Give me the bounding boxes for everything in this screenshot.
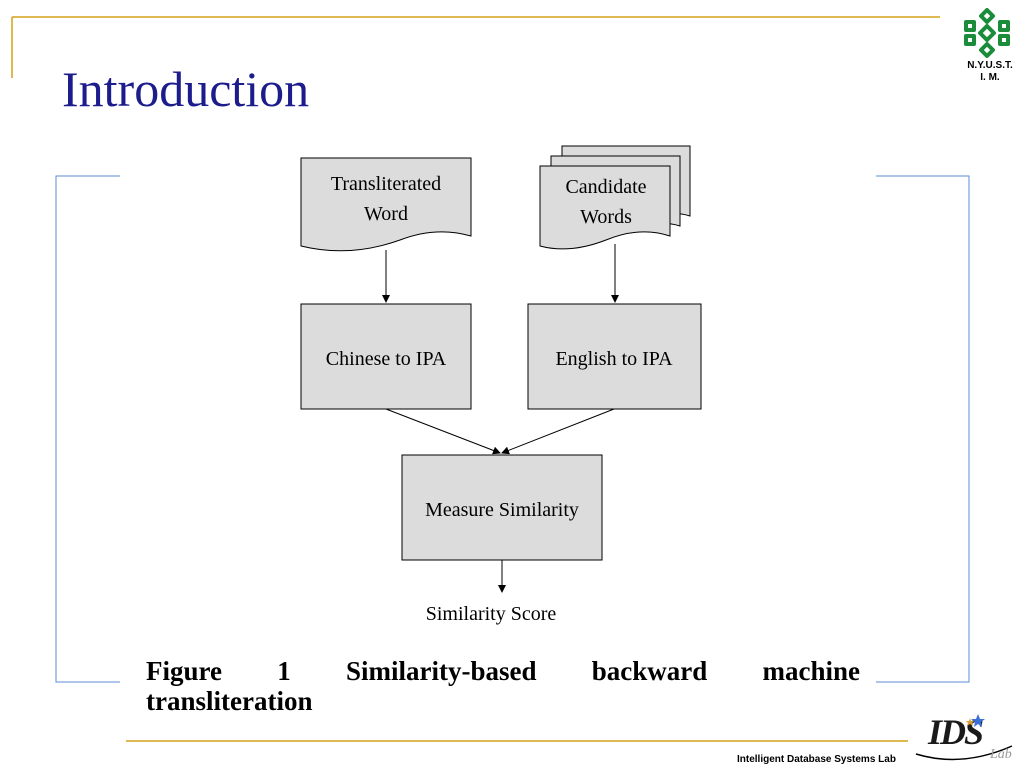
chinese-to-ipa-box: Chinese to IPA bbox=[300, 303, 472, 410]
school-label-line2: I. M. bbox=[980, 72, 1000, 83]
footer-lab-name: Intelligent Database Systems Lab bbox=[737, 754, 896, 765]
ids-lab-logo-icon: IDS Lab bbox=[915, 712, 1013, 762]
svg-text:IDS: IDS bbox=[927, 712, 983, 752]
measure-similarity-label: Measure Similarity bbox=[425, 499, 579, 521]
arrow-english-to-measure bbox=[501, 408, 615, 455]
transliterated-word-document: Transliterated Word bbox=[300, 157, 472, 252]
candidate-words-line2: Words bbox=[580, 206, 632, 228]
transliterated-word-line1: Transliterated bbox=[331, 173, 441, 195]
figure-caption-line2: transliteration bbox=[146, 686, 313, 716]
figure-caption-line1: Figure 1 Similarity-based backward machi… bbox=[146, 656, 860, 686]
right-blue-bracket bbox=[876, 175, 970, 683]
transliterated-word-line2: Word bbox=[364, 203, 408, 225]
left-blue-bracket bbox=[55, 175, 120, 683]
english-to-ipa-label: English to IPA bbox=[555, 348, 673, 370]
slide-title: Introduction bbox=[62, 61, 310, 117]
arrow-chinese-to-measure bbox=[385, 408, 501, 455]
similarity-score-label: Similarity Score bbox=[426, 603, 557, 625]
candidate-words-document-stack: Candidate Words bbox=[539, 145, 691, 250]
figure-caption: Figure 1 Similarity-based backward machi… bbox=[146, 656, 860, 716]
measure-similarity-box: Measure Similarity bbox=[401, 454, 603, 561]
school-logo-icon bbox=[964, 8, 1010, 58]
candidate-words-line1: Candidate bbox=[565, 176, 646, 198]
chinese-to-ipa-label: Chinese to IPA bbox=[326, 348, 447, 370]
english-to-ipa-box: English to IPA bbox=[527, 303, 702, 410]
school-label: N.Y.U.S.T. I. M. bbox=[950, 60, 1024, 84]
school-label-line1: N.Y.U.S.T. bbox=[967, 60, 1013, 71]
svg-text:Lab: Lab bbox=[989, 747, 1012, 762]
